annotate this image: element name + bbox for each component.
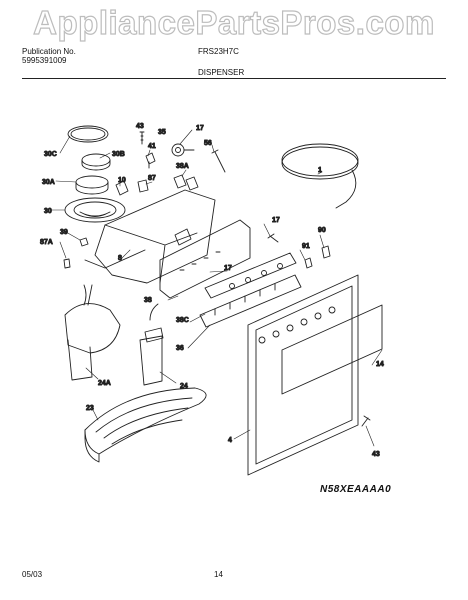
model-code: N58XEAAAA0 — [320, 484, 392, 495]
part-ring-30c — [67, 125, 109, 143]
leader-lines — [51, 129, 383, 447]
callout-56: 56 — [204, 140, 212, 147]
part-overlay-14 — [281, 304, 383, 395]
watermark: AppliancePartsPros.com — [33, 3, 435, 41]
callout-36: 36 — [176, 345, 184, 352]
footer-page: 14 — [214, 570, 223, 579]
part-screw-43-bottom — [361, 415, 371, 427]
part-clip-90 — [321, 245, 331, 259]
part-flange-30 — [64, 197, 126, 223]
section-title: DISPENSER — [198, 68, 245, 77]
callout-23: 23 — [86, 405, 94, 412]
callout-38: 38 — [144, 297, 152, 304]
part-valve-35 — [171, 143, 195, 157]
part-clip-87 — [137, 179, 149, 193]
callout-1: 1 — [318, 167, 322, 174]
part-screw-56 — [211, 149, 226, 173]
part-clip-87a — [63, 258, 71, 269]
model-number: FRS23H7C — [198, 47, 239, 56]
part-cap-30a — [75, 175, 109, 195]
callout-38c: 38C — [176, 317, 189, 324]
part-screw-43-top — [139, 131, 145, 145]
part-clip-39 — [79, 237, 89, 247]
callout-43-bottom: 43 — [372, 451, 380, 458]
callout-30: 30 — [44, 208, 52, 215]
part-disc-30b — [81, 153, 111, 171]
watermark-text: AppliancePartsPros.com — [33, 4, 435, 41]
publication-label: Publication No. — [22, 47, 76, 56]
part-drip-tray-23 — [84, 387, 207, 463]
callout-41: 41 — [148, 143, 156, 150]
callout-17-top: 17 — [196, 125, 204, 132]
callout-14: 14 — [376, 361, 384, 368]
header-rule — [22, 78, 446, 79]
part-chute-24a — [64, 284, 121, 381]
part-screw-17 — [267, 233, 279, 243]
part-bracket-10 — [115, 180, 129, 196]
part-board-38 — [159, 219, 251, 299]
part-board-38c — [204, 252, 297, 299]
callout-35: 35 — [158, 129, 166, 136]
callout-43-top: 43 — [136, 123, 144, 130]
callout-30c: 30C — [44, 151, 57, 158]
part-actuator-38a — [173, 174, 199, 191]
callout-24: 24 — [180, 383, 188, 390]
callout-39: 39 — [60, 229, 68, 236]
callout-4: 4 — [228, 437, 232, 444]
parts-diagram: 43 35 17 30C 30B 41 56 38A 87 30A 10 1 3… — [40, 123, 384, 476]
callout-87: 87 — [148, 175, 156, 182]
part-clip-41 — [145, 152, 156, 169]
part-board-36 — [199, 274, 302, 328]
callout-8: 8 — [118, 255, 122, 262]
callout-17-mid: 17 — [272, 217, 280, 224]
callout-30b: 30B — [112, 151, 125, 158]
callout-10: 10 — [118, 177, 126, 184]
callout-91: 91 — [302, 243, 310, 250]
part-chute-24 — [139, 303, 164, 386]
callout-17-lower: 17 — [224, 265, 232, 272]
callout-90: 90 — [318, 227, 326, 234]
callout-87a: 87A — [40, 239, 53, 246]
publication-number: 5995391009 — [22, 56, 67, 65]
part-front-panel-4 — [247, 274, 359, 476]
part-clip-91 — [304, 257, 313, 269]
callout-30a: 30A — [42, 179, 55, 186]
part-housing-8 — [84, 189, 216, 284]
part-tube-coil-1 — [281, 143, 359, 209]
footer-date: 05/03 — [22, 570, 43, 579]
callout-24a: 24A — [98, 380, 111, 387]
callout-38a: 38A — [176, 163, 189, 170]
